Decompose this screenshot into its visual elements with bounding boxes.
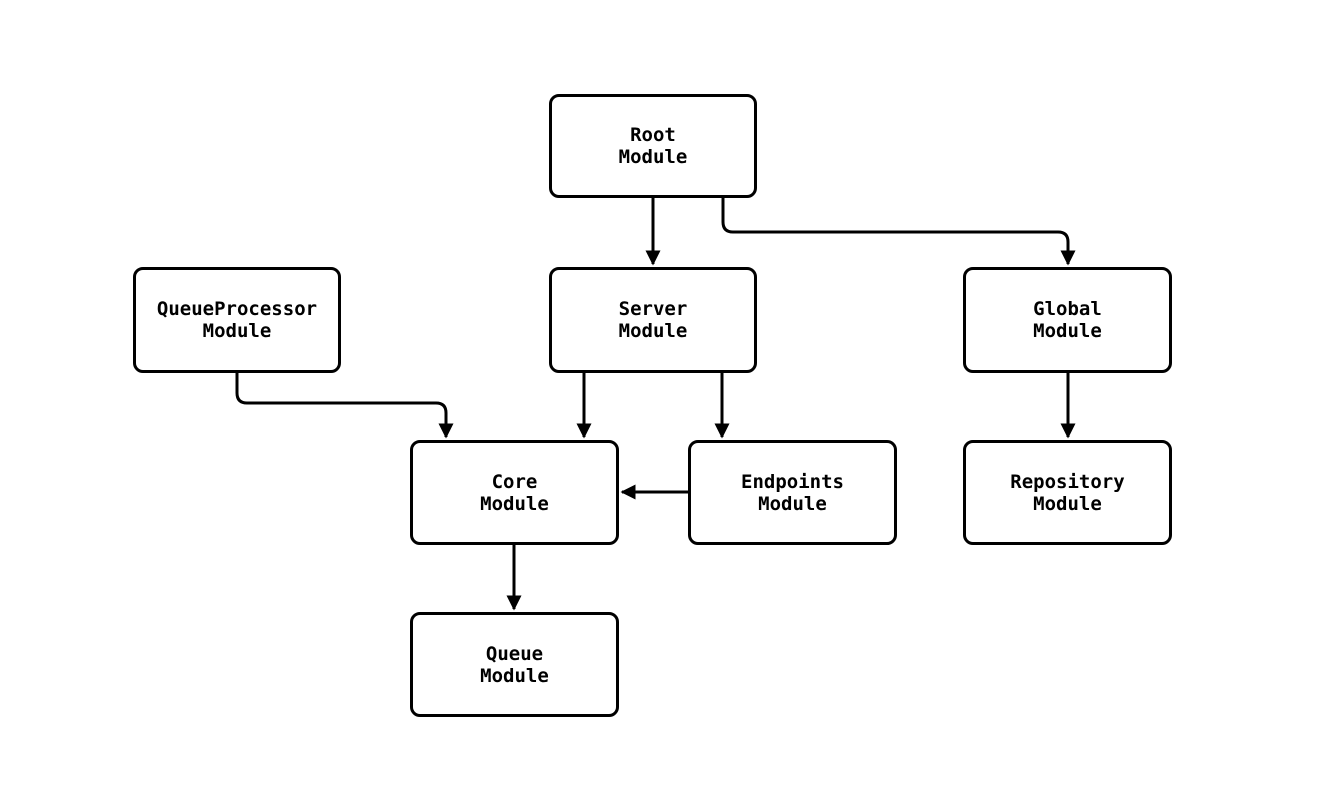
node-root-module: Root Module [549, 94, 757, 198]
edge-queueprocessor-module-to-core-module [235, 373, 454, 439]
node-endpoints-module: Endpoints Module [688, 440, 897, 545]
node-repository-module: Repository Module [963, 440, 1172, 545]
node-label: QueueProcessor Module [156, 298, 318, 342]
node-queueprocessor-module: QueueProcessor Module [133, 267, 341, 373]
node-label: Core Module [480, 470, 549, 515]
node-global-module: Global Module [963, 267, 1172, 373]
edge-root-module-to-global-module [721, 198, 1076, 266]
node-label: Repository Module [1010, 470, 1125, 515]
node-queue-module: Queue Module [410, 612, 619, 717]
node-core-module: Core Module [410, 440, 619, 545]
node-label: Queue Module [480, 642, 549, 687]
node-label: Endpoints Module [741, 470, 844, 515]
node-server-module: Server Module [549, 267, 757, 373]
node-label: Root Module [618, 124, 688, 168]
node-label: Global Module [1033, 298, 1102, 342]
node-label: Server Module [618, 298, 688, 342]
